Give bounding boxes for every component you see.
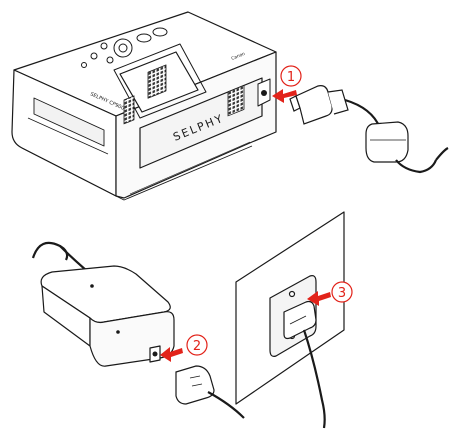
printer-logo-text: Canon: [231, 51, 247, 62]
wall-outlet-illustration: [235, 211, 345, 429]
dc-plug-cable: [289, 85, 449, 174]
arrow-3: [307, 291, 331, 306]
power-cable-lower: [207, 391, 245, 419]
arrow-2: [160, 347, 183, 362]
printer-control-buttons: [81, 27, 168, 68]
step-1-number: 1: [287, 70, 295, 85]
step-1-callout: 1: [272, 65, 302, 103]
step-3-number: 3: [338, 286, 346, 301]
power-cord-plug: [175, 365, 245, 419]
ac-adapter-illustration: [31, 241, 175, 367]
step-2-callout: 2: [160, 334, 208, 362]
wall-plug: [283, 300, 317, 340]
ferrite-core: [365, 121, 409, 163]
arrow-1: [272, 89, 297, 103]
step-2-number: 2: [193, 339, 201, 354]
power-cable-wall: [302, 329, 326, 429]
step-3-callout: 3: [307, 281, 353, 306]
right-vent-grille: [227, 84, 245, 117]
left-vent-grille: [147, 64, 167, 99]
printer-illustration: [11, 11, 277, 201]
